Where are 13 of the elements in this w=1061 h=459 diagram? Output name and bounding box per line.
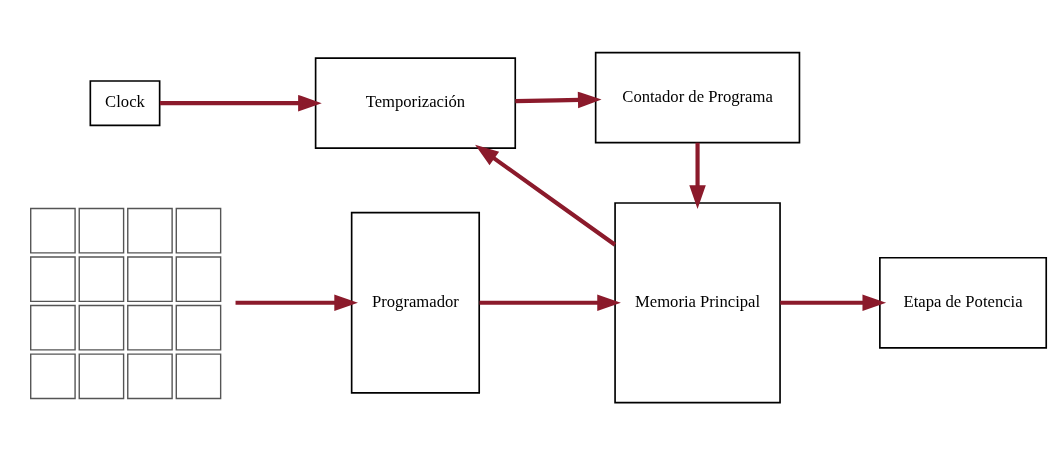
node-box: Temporización xyxy=(314,56,517,149)
arrow xyxy=(515,91,602,108)
arrow xyxy=(475,144,617,246)
arrow xyxy=(159,94,322,111)
node-box: Clock xyxy=(89,79,161,126)
node-box: Memoria Principal xyxy=(614,201,781,403)
node-box: Contador de Programa xyxy=(594,51,801,143)
arrow xyxy=(780,294,887,311)
arrow xyxy=(689,142,706,209)
node-box: Etapa de Potencia xyxy=(879,256,1048,349)
node-box: Programador xyxy=(350,211,481,394)
arrow xyxy=(235,294,358,311)
arrow xyxy=(479,294,621,311)
